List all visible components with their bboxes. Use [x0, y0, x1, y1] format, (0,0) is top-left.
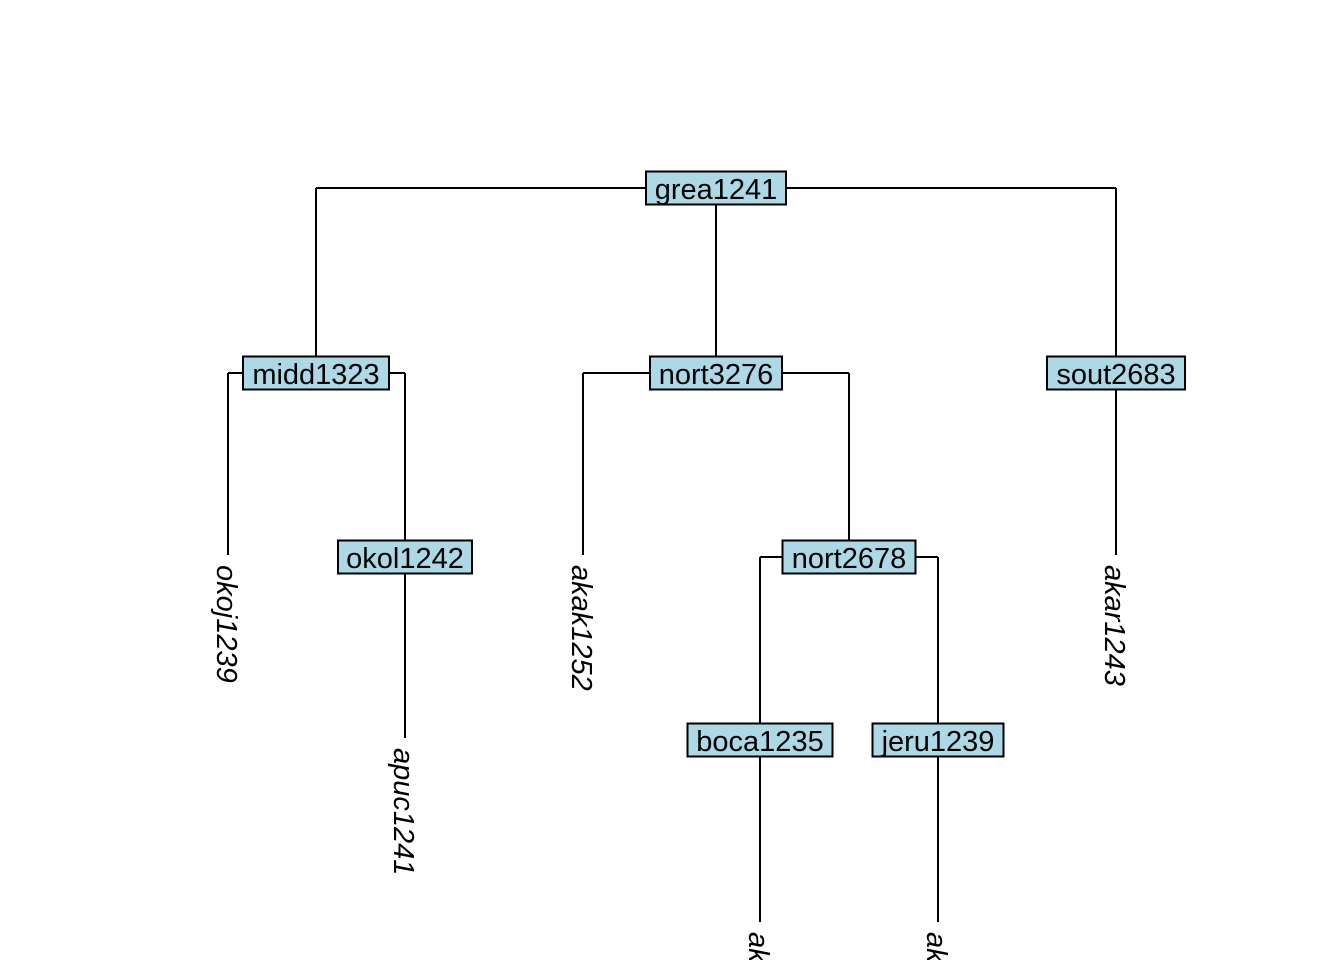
node-okol1242: okol1242 [337, 539, 473, 575]
node-label: sout2683 [1056, 359, 1175, 391]
node-jeru1239: jeru1239 [871, 722, 1005, 758]
node-grea1241: grea1241 [645, 170, 787, 206]
node-nort3276: nort3276 [649, 355, 783, 391]
node-box [242, 355, 390, 391]
leaf-label-okoj1239: okoj1239 [210, 565, 242, 683]
node-box [871, 722, 1005, 758]
node-label: boca1235 [696, 726, 823, 758]
node-label: okol1242 [346, 543, 464, 575]
leaf-label-leaf_jeru: ak [920, 932, 952, 960]
node-nort2678: nort2678 [781, 539, 917, 575]
node-label: midd1323 [252, 359, 379, 391]
leaf-label-akak1252: akak1252 [565, 565, 597, 691]
node-midd1323: midd1323 [242, 355, 390, 391]
node-label: nort2678 [792, 543, 907, 575]
node-box [337, 539, 473, 575]
node-boca1235: boca1235 [686, 722, 834, 758]
node-box [686, 722, 834, 758]
node-label: nort3276 [659, 359, 774, 391]
node-label: grea1241 [655, 174, 778, 206]
leaf-label-akar1243: akar1243 [1098, 565, 1130, 686]
node-box [649, 355, 783, 391]
leaf-label-apuc1241: apuc1241 [387, 748, 419, 875]
node-box [645, 170, 787, 206]
node-box [1046, 355, 1186, 391]
tree-nodes: grea1241 midd1323 nort3276 sout2683 okol1242… [242, 170, 1186, 758]
node-sout2683: sout2683 [1046, 355, 1186, 391]
tree-leaves: okoj1239 apuc1241 akak1252 akar1243 ak ak [210, 565, 1130, 960]
node-box [781, 539, 917, 575]
leaf-label-leaf_boca: ak [742, 932, 774, 960]
node-label: jeru1239 [881, 726, 995, 758]
